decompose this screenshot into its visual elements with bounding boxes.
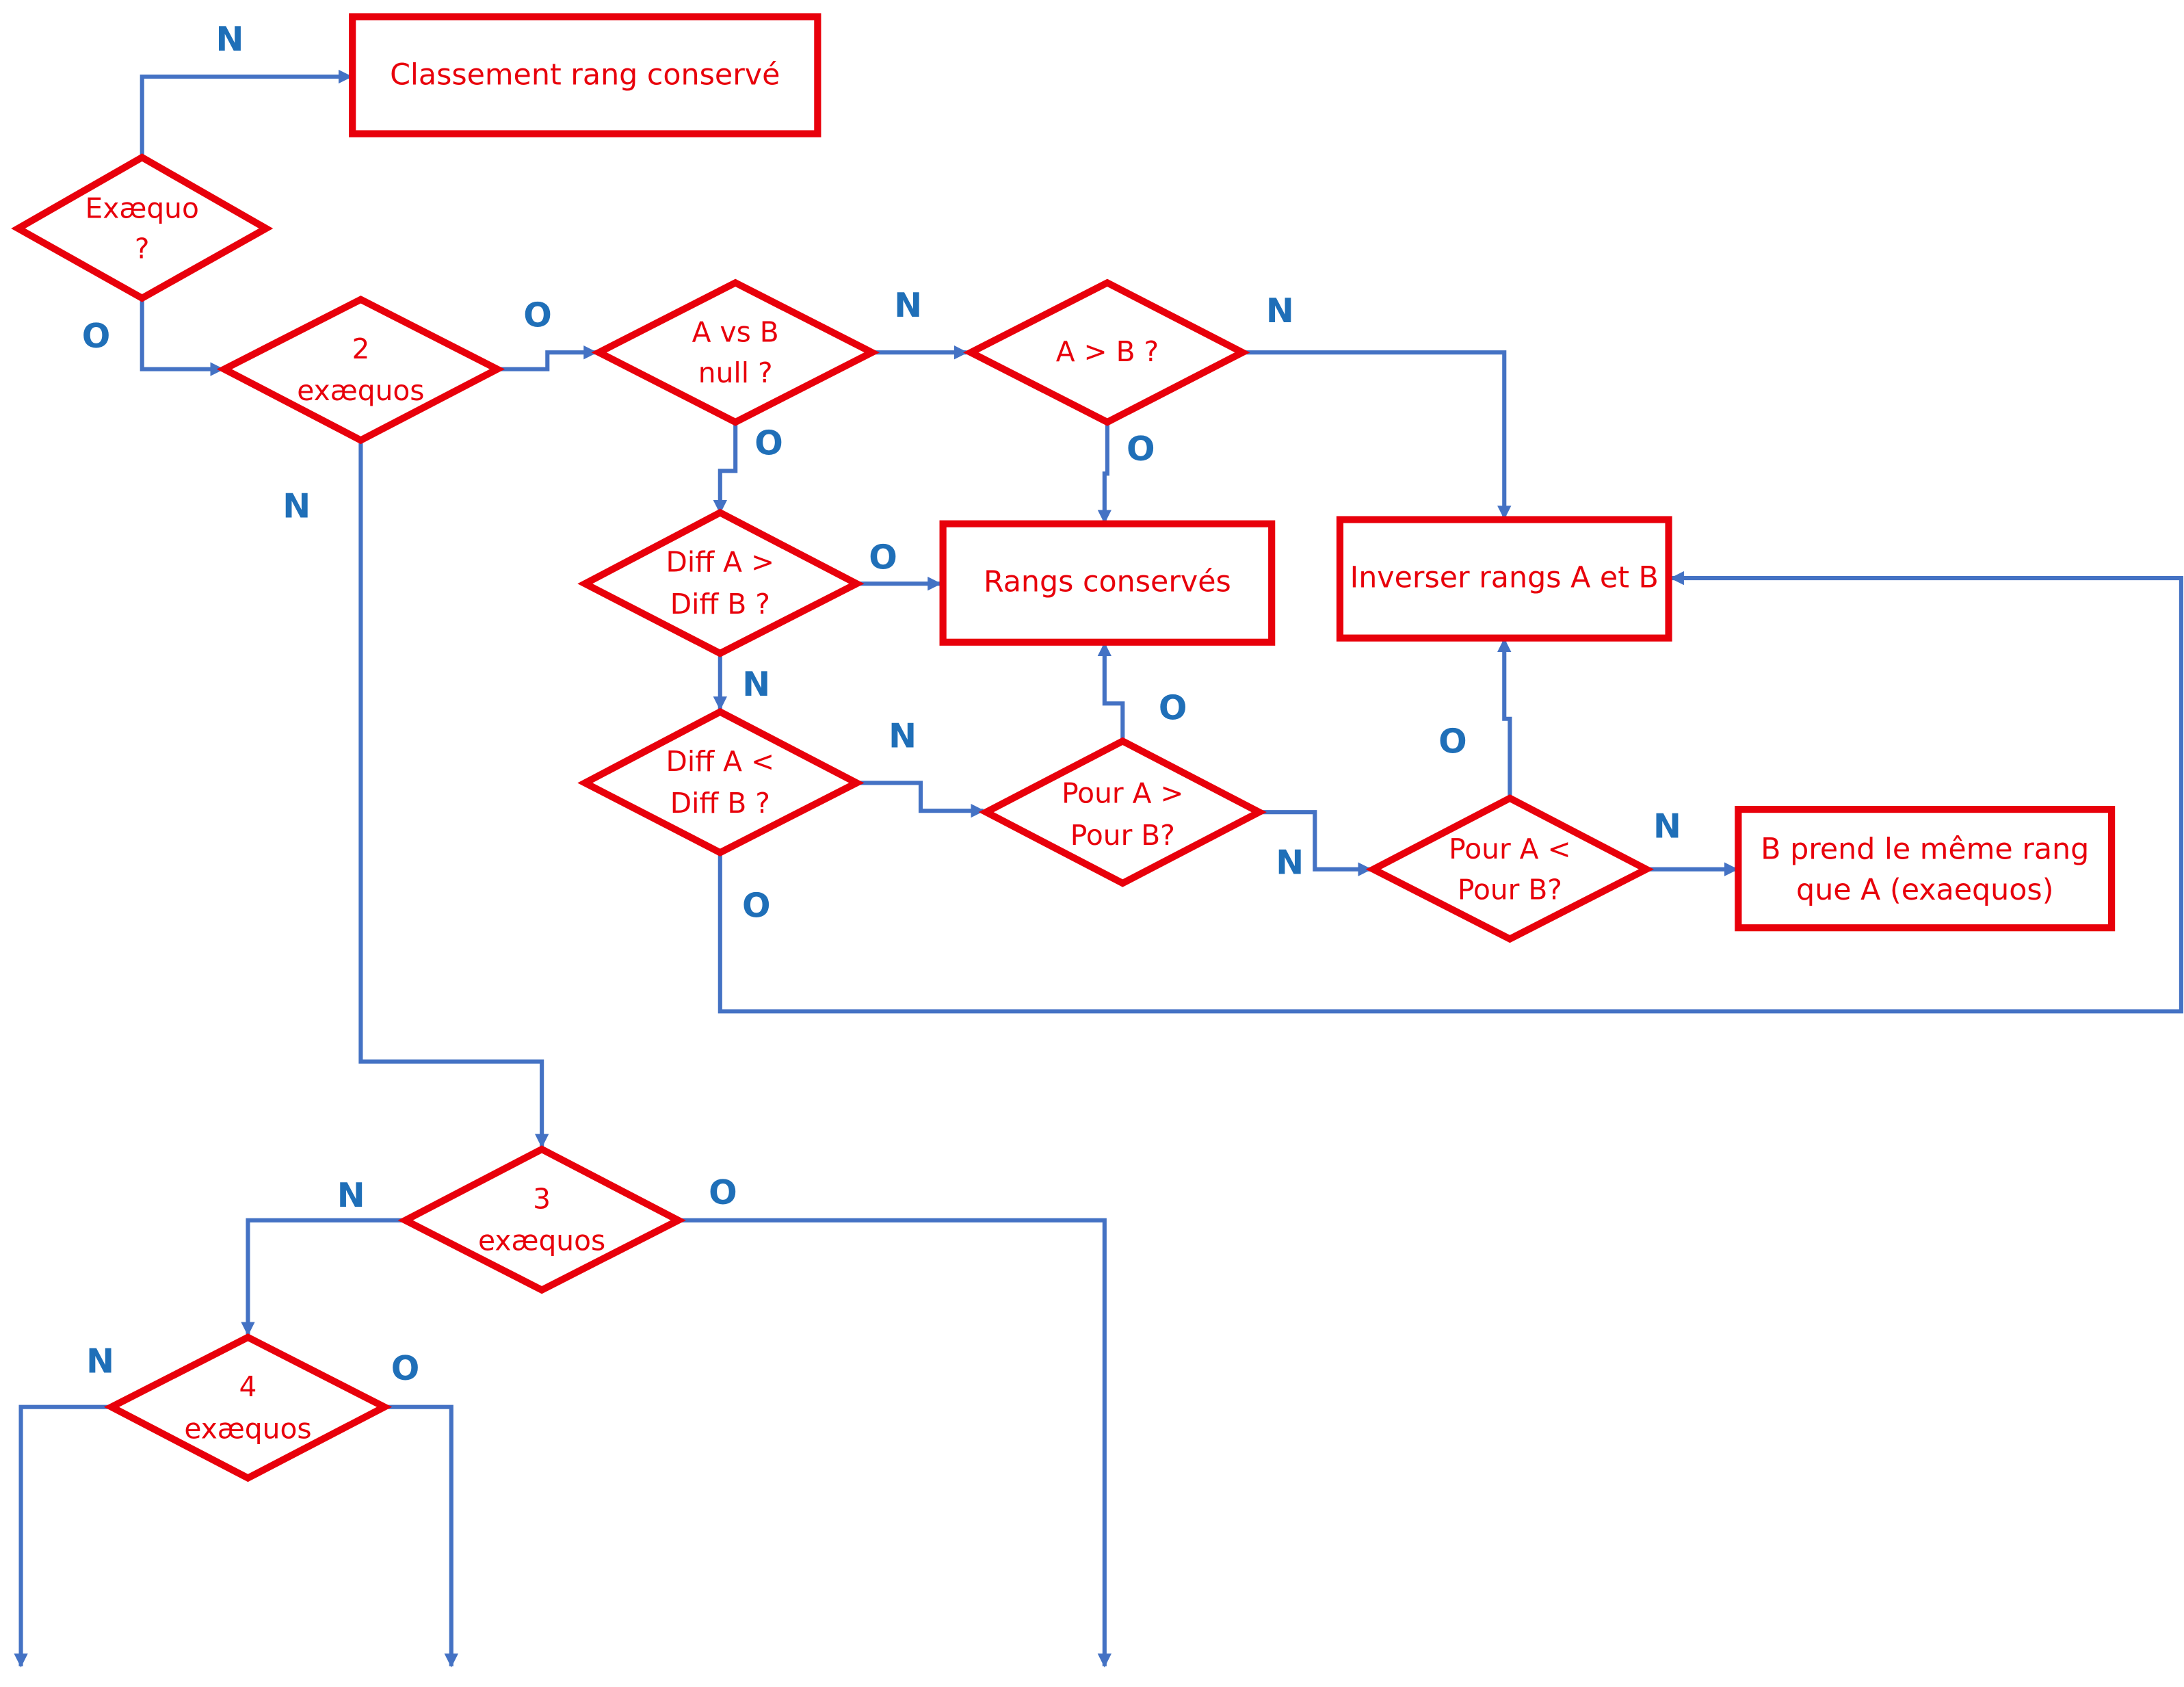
label-pourgt-no: N: [1276, 844, 1304, 882]
connector-difflt-to-pourgt: [856, 781, 985, 818]
label-4-exaequos-no: N: [86, 1342, 114, 1381]
connector-avsb-to-diffgt: [713, 422, 738, 514]
label-pourlt-no: N: [1653, 807, 1681, 846]
connector-exaequo-to-2-exaequos: [140, 298, 224, 376]
decision-pour-a-lt-pour-b-line-2: Pour B?: [1458, 873, 1562, 906]
label-diffgt-no: N: [742, 665, 770, 704]
label-agtb-yes: O: [1127, 430, 1155, 469]
decision-2-exaequos-line-2: exæquos: [297, 374, 424, 407]
connector-pourgt-to-rangs: [1097, 642, 1125, 740]
label-avsb-yes: O: [754, 424, 783, 463]
decision-a-vs-b-null-line-1: A vs B: [692, 316, 779, 349]
decision-3-exaequos: 3 exæquos: [397, 1145, 686, 1294]
label-3-exaequos-no: N: [337, 1176, 365, 1215]
decision-3-exaequos-line-2: exæquos: [478, 1224, 605, 1257]
decision-diff-a-gt-diff-b-line-1: Diff A >: [666, 546, 775, 579]
label-difflt-yes: O: [742, 887, 771, 926]
decision-diff-a-gt-diff-b: Diff A > Diff B ?: [577, 508, 865, 657]
label-exaequo-yes: O: [82, 317, 111, 356]
label-pourlt-yes: O: [1438, 722, 1467, 761]
node-classement: Classement rang conservé: [349, 13, 821, 138]
decision-pour-a-gt-pour-b-line-2: Pour B?: [1070, 819, 1175, 852]
connector-3-exaequos-to-4-exaequos: [241, 1218, 406, 1336]
decision-a-vs-b-null: A vs B null ?: [591, 278, 880, 426]
decision-2-exaequos-line-1: 2: [352, 332, 369, 365]
decision-2-exaequos: 2 exæquos: [216, 296, 505, 445]
node-rangs-conserves: Rangs conservés: [939, 520, 1276, 646]
decision-4-exaequos-line-1: 4: [239, 1370, 257, 1403]
connector-agtb-to-rangs: [1097, 422, 1112, 524]
connector-pourlt-to-inverser: [1497, 638, 1512, 798]
decision-3-exaequos-line-1: 3: [533, 1182, 551, 1215]
node-inverser-line-1: Inverser rangs A et B: [1350, 561, 1659, 595]
node-classement-line-1: Classement rang conservé: [390, 57, 780, 92]
connector-4-exaequos-out-yes: [384, 1404, 458, 1668]
decision-pour-a-gt-pour-b-line-1: Pour A >: [1062, 777, 1183, 810]
label-pourgt-yes: O: [1159, 689, 1187, 728]
connector-pourgt-to-pourlt: [1259, 810, 1372, 876]
decision-a-vs-b-null-line-2: null ?: [698, 356, 773, 389]
node-inverser: Inverser rangs A et B: [1336, 516, 1672, 642]
decision-pour-a-lt-pour-b: Pour A < Pour B?: [1365, 794, 1655, 943]
decision-diff-a-lt-diff-b-line-2: Diff B ?: [670, 787, 770, 820]
label-avsb-no: N: [894, 286, 922, 325]
label-difflt-no: N: [889, 716, 917, 755]
decision-diff-a-lt-diff-b: Diff A < Diff B ?: [577, 707, 865, 856]
node-b-prend-line-1: B prend le même rang: [1761, 833, 2089, 867]
decision-pour-a-gt-pour-b: Pour A > Pour B?: [978, 737, 1267, 887]
decision-pour-a-lt-pour-b-line-1: Pour A <: [1449, 833, 1570, 865]
label-exaequo-no: N: [216, 20, 244, 59]
node-b-prend: B prend le même rang que A (exaequos): [1735, 806, 2116, 932]
connector-agtb-to-inverser: [1242, 350, 1512, 520]
connector-3-exaequos-out: [678, 1218, 1112, 1668]
decision-diff-a-lt-diff-b-line-1: Diff A <: [666, 745, 775, 778]
connector-2-exaequos-to-avsb: [497, 345, 598, 371]
connectors: [14, 69, 2183, 1668]
decision-exaequo-line-2: ?: [135, 233, 150, 265]
connector-exaequo-to-classement: [140, 69, 353, 158]
decision-diff-a-gt-diff-b-line-2: Diff B ?: [670, 588, 770, 620]
decision-4-exaequos-line-2: exæquos: [184, 1412, 311, 1445]
node-b-prend-line-2: que A (exaequos): [1796, 873, 2053, 907]
label-agtb-no: N: [1266, 291, 1294, 330]
label-4-exaequos-yes: O: [391, 1349, 420, 1388]
edge-labels: N O O N N O N O O N N O O N O N N O N O: [82, 20, 1681, 1388]
decision-a-gt-b: A > B ?: [963, 278, 1250, 426]
label-2-exaequos-yes: O: [523, 296, 552, 335]
decision-4-exaequos: 4 exæquos: [103, 1333, 393, 1482]
connector-2-exaequos-to-3-exaequos: [358, 440, 549, 1148]
label-diffgt-yes: O: [869, 538, 897, 577]
node-rangs-conserves-line-1: Rangs conservés: [984, 565, 1231, 599]
label-2-exaequos-no: N: [282, 486, 311, 525]
decision-a-gt-b-line-1: A > B ?: [1056, 335, 1159, 368]
label-3-exaequos-yes: O: [709, 1173, 737, 1212]
decision-exaequo: Exæquo ?: [11, 153, 274, 302]
decision-exaequo-line-1: Exæquo: [85, 192, 199, 224]
connector-difflt-loop-to-inverser: [718, 571, 2183, 1014]
connector-4-exaequos-out-no: [14, 1404, 111, 1668]
